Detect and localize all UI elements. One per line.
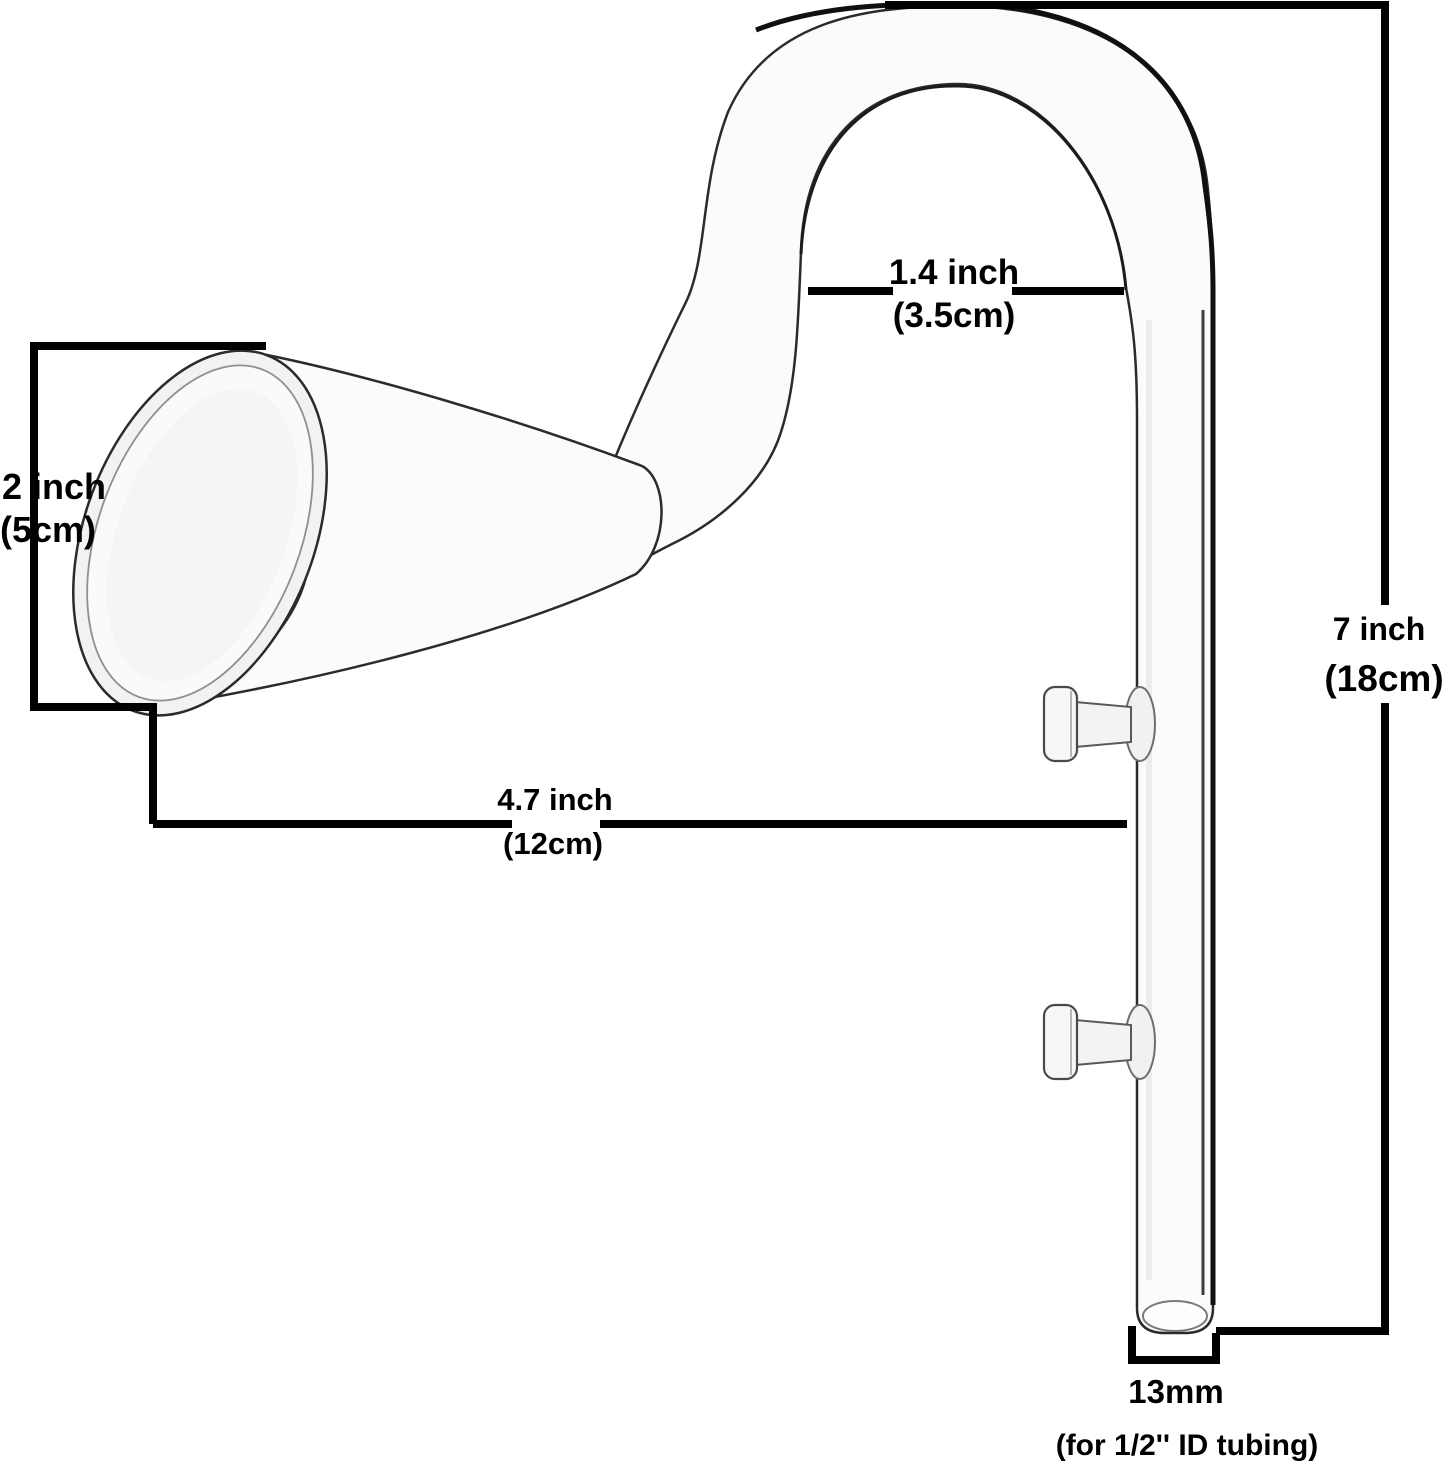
pipe-height-label: 7 inch (1333, 611, 1425, 647)
funnel-mouth-interior (106, 388, 298, 682)
suction-cup-peg-top (1042, 685, 1156, 763)
outlet-diameter-label: 13mm (1128, 1373, 1223, 1410)
dim-mouth-bracket (30, 342, 266, 824)
suction-cup-peg-bottom (1042, 1003, 1156, 1081)
hook-gap-label: 1.4 inch (889, 253, 1019, 292)
outflow-funnel (72, 349, 663, 717)
hook-gap-metric-label: (3.5cm) (893, 296, 1016, 335)
dim-height-line-top (885, 1, 1389, 605)
horizontal-reach-metric-label: (12cm) (503, 826, 603, 861)
horizontal-reach-label: 4.7 inch (497, 782, 612, 817)
pipe-height-metric-label: (18cm) (1324, 658, 1443, 699)
pipe-outer-dark-edge (755, 1, 1216, 1305)
dim-height-line-bottom (1216, 703, 1389, 1335)
pipe-inner-arch-edge (799, 84, 1128, 291)
mouth-diameter-metric-label: (5cm) (0, 509, 96, 550)
dim-outlet-bracket (1128, 1326, 1220, 1364)
peg-cap (1042, 685, 1079, 763)
peg-stem (1074, 700, 1132, 749)
pipe-body (604, 4, 1215, 1335)
dimension-lines (30, 1, 1389, 1364)
peg-stem (1074, 1018, 1132, 1067)
peg-cap (1042, 1003, 1079, 1081)
mouth-diameter-label: 2 inch (2, 466, 106, 507)
pipe-outlet-opening (1142, 1300, 1208, 1332)
tubing-footnote-label: (for 1/2'' ID tubing) (1056, 1429, 1319, 1462)
glass-pipe (72, 1, 1216, 1335)
dimension-labels: 1.4 inch (3.5cm) 2 inch (5cm) 4.7 inch (… (0, 253, 1444, 1462)
